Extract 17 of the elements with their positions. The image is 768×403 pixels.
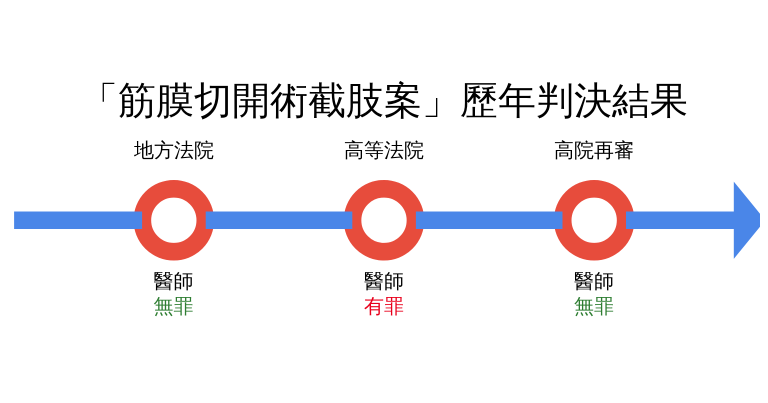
- node-circle: [344, 179, 424, 260]
- node-label: 醫師: [154, 268, 194, 292]
- node-label: 醫師: [364, 268, 404, 292]
- diagram-title: 「筋膜切開術截肢案」歷年判決結果: [80, 78, 688, 122]
- node-label: 地方法院: [134, 138, 214, 162]
- node-label: 高等法院: [344, 138, 424, 162]
- node-label: 無罪: [154, 294, 194, 318]
- node-label: 有罪: [364, 294, 404, 318]
- node-label: 醫師: [574, 268, 614, 292]
- connector: [14, 210, 142, 229]
- node-label: 高院再審: [554, 138, 634, 162]
- arrow: [626, 181, 760, 258]
- connector: [416, 210, 562, 229]
- node-label: 無罪: [574, 294, 614, 318]
- node-circle: [134, 179, 214, 260]
- node-circle: [554, 179, 634, 260]
- connector: [206, 210, 352, 229]
